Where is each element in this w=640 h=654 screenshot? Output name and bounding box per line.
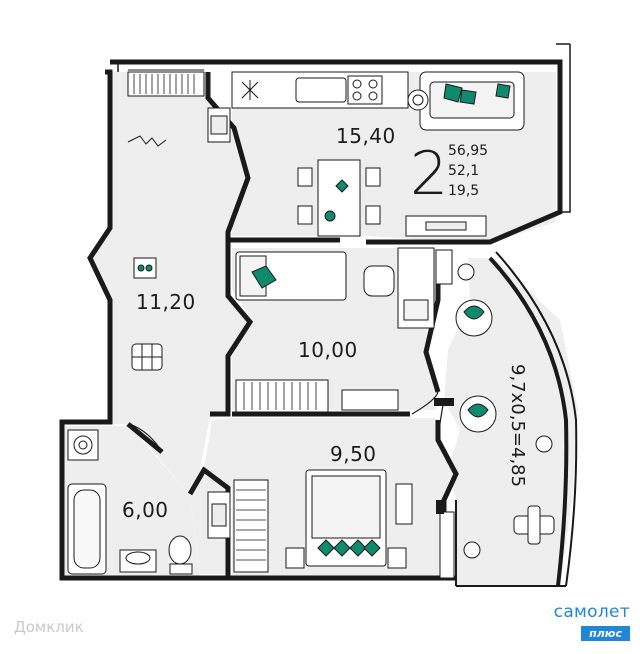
hallway-area-label: 11,20 [136, 290, 196, 314]
bathroom-area-label: 6,00 [122, 498, 169, 522]
kitchen-area-value: 19,5 [448, 183, 480, 199]
room-count: 2 [410, 139, 449, 209]
sofa [405, 71, 525, 237]
bedroom2-area-label: 9,50 [330, 442, 377, 466]
brand-logo: самолет плюс [554, 602, 630, 641]
outline-lines [117, 43, 578, 587]
living-area-value: 52,1 [448, 163, 480, 179]
bedroom1-area-label: 10,00 [298, 338, 358, 362]
hall-wardrobe [127, 71, 205, 371]
total-area-value: 56,95 [448, 143, 489, 159]
brand-badge: плюс [581, 626, 630, 641]
kitchen-area-label: 15,40 [336, 124, 396, 148]
balcony-curve-outer [495, 251, 578, 587]
bedroom2-furniture [207, 469, 455, 579]
column-markers [434, 398, 454, 514]
dining-table [297, 159, 381, 237]
bathroom-fixtures [67, 429, 193, 575]
domclick-watermark: Домклик [14, 618, 84, 636]
brand-name: самолет [553, 602, 630, 622]
kitchen-counter [207, 71, 409, 143]
balcony-furniture [455, 263, 555, 559]
balcony-curve-inner [488, 256, 569, 587]
windows [128, 59, 520, 71]
balcony-area-label: 9,7x0,5=4,85 [507, 364, 528, 488]
hall-floor [90, 72, 248, 574]
bedroom1-furniture [235, 247, 453, 413]
bath-wall [126, 422, 164, 454]
